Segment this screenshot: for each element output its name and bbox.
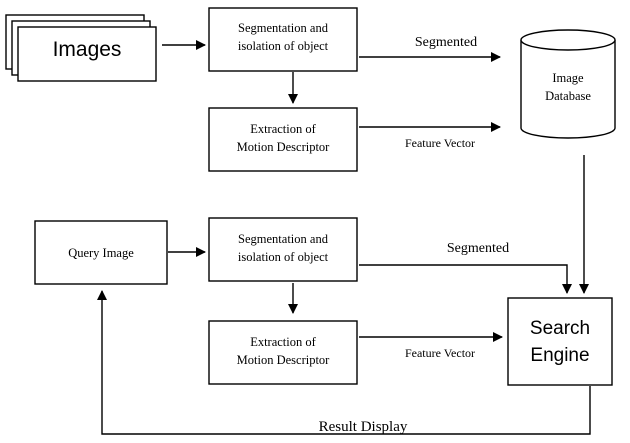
extraction-top-line2: Motion Descriptor bbox=[237, 140, 331, 154]
edge-label-feature-vector-top: Feature Vector bbox=[405, 136, 475, 150]
segmentation-top-line1: Segmentation and bbox=[238, 21, 329, 35]
search-engine-line2: Engine bbox=[530, 345, 589, 366]
segmentation-box-bottom: Segmentation and isolation of object bbox=[208, 217, 358, 282]
arrow-result-display-to-query bbox=[97, 290, 591, 435]
extraction-bottom-line1: Extraction of bbox=[250, 335, 316, 349]
query-image-label: Query Image bbox=[68, 246, 134, 260]
extraction-box-top: Extraction of Motion Descriptor bbox=[208, 107, 358, 172]
segmentation-box-top: Segmentation and isolation of object bbox=[208, 7, 358, 72]
extraction-box-bottom: Extraction of Motion Descriptor bbox=[208, 320, 358, 385]
database-line1: Image bbox=[552, 71, 584, 85]
images-label: Images bbox=[53, 38, 122, 61]
edge-label-segmented-bottom: Segmented bbox=[447, 241, 509, 256]
images-stack-node: Images bbox=[5, 14, 157, 82]
edge-label-result-display: Result Display bbox=[319, 419, 408, 435]
segmentation-bottom-line1: Segmentation and bbox=[238, 232, 329, 246]
segmentation-bottom-line2: isolation of object bbox=[238, 250, 329, 264]
arrow-segmented-to-search-engine bbox=[359, 264, 572, 294]
image-database-node: Image Database bbox=[520, 29, 616, 139]
search-engine-line1: Search bbox=[530, 318, 590, 339]
edge-label-feature-vector-bottom: Feature Vector bbox=[405, 346, 475, 360]
segmentation-top-line2: isolation of object bbox=[238, 39, 329, 53]
extraction-bottom-line2: Motion Descriptor bbox=[237, 353, 331, 367]
search-engine-box: Search Engine bbox=[507, 297, 613, 386]
extraction-top-line1: Extraction of bbox=[250, 122, 316, 136]
database-line2: Database bbox=[545, 89, 591, 103]
edge-label-segmented-top: Segmented bbox=[415, 35, 477, 50]
query-image-box: Query Image bbox=[34, 220, 168, 285]
